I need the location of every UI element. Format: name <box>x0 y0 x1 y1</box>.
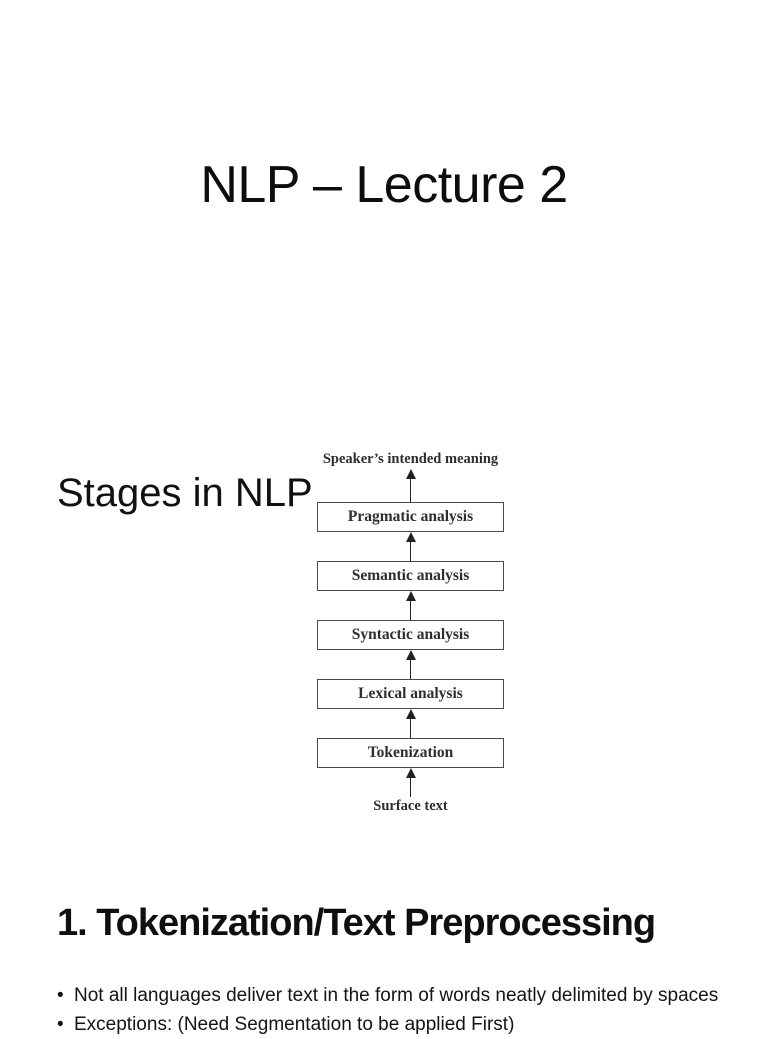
diagram-bottom-label: Surface text <box>373 798 448 814</box>
arrow-head-icon <box>405 591 416 601</box>
bullet-item: • Not all languages deliver text in the … <box>57 981 747 1010</box>
bullet-marker-icon: • <box>57 985 64 1006</box>
arrow-head-icon <box>405 650 416 660</box>
up-arrow-icon <box>405 650 416 679</box>
bullet-text: Exceptions: (Need Segmentation to be app… <box>74 1014 515 1035</box>
arrow-head-icon <box>405 768 416 778</box>
arrow-shaft <box>409 778 412 797</box>
slide-title-tokenization-preprocessing: 1. Tokenization/Text Preprocessing <box>57 902 656 944</box>
arrow-shaft <box>409 601 412 620</box>
arrow-shaft <box>409 479 412 502</box>
arrow-head-icon <box>405 709 416 719</box>
stage-box-syntactic-analysis: Syntactic analysis <box>317 620 504 650</box>
arrow-head-icon <box>405 469 416 479</box>
arrow-shaft <box>409 719 412 738</box>
up-arrow-icon <box>405 469 416 502</box>
deck-title: NLP – Lecture 2 <box>200 156 568 214</box>
stage-box-semantic-analysis: Semantic analysis <box>317 561 504 591</box>
bullet-text: Not all languages deliver text in the fo… <box>74 985 719 1006</box>
bullet-marker-icon: • <box>57 1014 64 1035</box>
bullet-list: • Not all languages deliver text in the … <box>57 981 747 1039</box>
arrow-head-icon <box>405 532 416 542</box>
stage-box-tokenization: Tokenization <box>317 738 504 768</box>
up-arrow-icon <box>405 768 416 797</box>
arrow-shaft <box>409 542 412 561</box>
arrow-shaft <box>409 660 412 679</box>
nlp-stages-diagram: Speaker’s intended meaning Pragmatic ana… <box>317 450 504 816</box>
up-arrow-icon <box>405 532 416 561</box>
stage-box-pragmatic-analysis: Pragmatic analysis <box>317 502 504 532</box>
diagram-top-label: Speaker’s intended meaning <box>322 451 499 467</box>
slide-title-stages-in-nlp: Stages in NLP <box>57 471 313 515</box>
up-arrow-icon <box>405 591 416 620</box>
bullet-item: • Exceptions: (Need Segmentation to be a… <box>57 1010 747 1039</box>
stage-box-lexical-analysis: Lexical analysis <box>317 679 504 709</box>
up-arrow-icon <box>405 709 416 738</box>
